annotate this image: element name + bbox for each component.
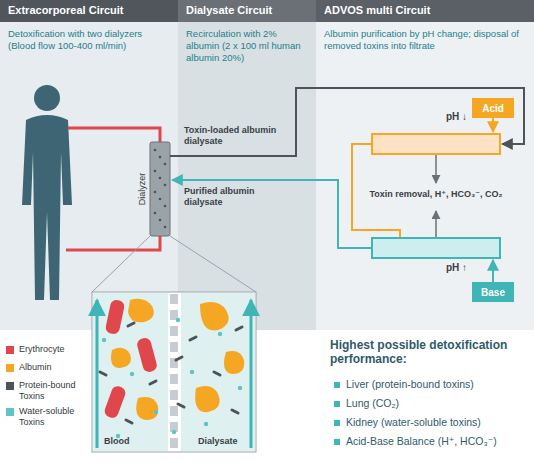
acid-box: Acid [472, 98, 514, 118]
circuit-band: ADVOS multi CircuitAlbumin purification … [316, 0, 534, 330]
dialyzer: Dialyzer [134, 142, 170, 236]
process-label: Toxin removal, H⁺, HCO₃⁻, CO₂ [362, 189, 510, 200]
performance-item: Kidney (water-soluble toxins) [346, 416, 530, 429]
legend-label: Albumin [19, 362, 81, 373]
side-label: Blood [104, 436, 164, 447]
person-figure [22, 85, 72, 300]
node-label: Dialyzer [137, 173, 147, 206]
dialysate-line [170, 88, 524, 156]
legend-swatch [6, 408, 14, 416]
legend-item: Protein-bound Toxins [6, 380, 86, 402]
node-label: Base [481, 287, 505, 298]
legend-swatch [6, 346, 14, 354]
base-arrow [492, 260, 494, 282]
band-ground [316, 0, 534, 330]
blood-line [68, 128, 160, 142]
legend-label: Protein-bound Toxins [19, 380, 81, 402]
circuit-band: Extracorporeal CircuitDetoxification wit… [0, 0, 178, 330]
performance-item: Acid-Base Balance (H⁺, HCO₃⁻) [346, 435, 530, 448]
band-heading: Extracorporeal Circuit [0, 0, 178, 22]
legend-swatch [6, 382, 14, 390]
band-body: Detoxification with two dialyzers (Blood… [0, 22, 178, 58]
zoom-line [92, 236, 150, 292]
performance-heading: Highest possible detoxification performa… [330, 338, 526, 367]
base-filter [372, 238, 500, 258]
blood-line [66, 236, 160, 250]
legend-label: Erythrocyte [19, 344, 81, 355]
ph-label: pH ↑ [446, 262, 472, 274]
purified-line [172, 180, 372, 248]
band-heading: ADVOS multi Circuit [316, 0, 534, 22]
flow-label: Toxin-loaded albumin dialysate [184, 125, 288, 147]
acid-filter [372, 134, 500, 154]
membrane-inset [92, 292, 256, 452]
toxin-dots [154, 149, 167, 229]
side-label: Dialysate [198, 436, 250, 447]
legend-swatch [6, 364, 14, 372]
band-body: Recirculation with 2% albumin (2 x 100 m… [178, 22, 316, 70]
ph-label: pH ↓ [446, 111, 472, 123]
legend-label: Water-soluble Toxins [19, 406, 81, 428]
removal-arrow [435, 155, 437, 183]
node-label: Acid [482, 103, 504, 114]
band-ground [178, 0, 316, 330]
acid-arrow [492, 118, 494, 132]
band-ground [0, 0, 178, 330]
performance-item: Lung (CO₂) [346, 397, 530, 410]
bullet-marks [334, 382, 340, 445]
flow-label: Purified albumin dialysate [184, 186, 288, 208]
band-body: Albumin purification by pH change; dispo… [316, 22, 534, 58]
legend-item: Water-soluble Toxins [6, 406, 86, 428]
legend-item: Albumin [6, 362, 86, 373]
band-heading: Dialysate Circuit [178, 0, 316, 22]
zoom-line [170, 236, 256, 292]
dialyzer-tube [150, 142, 170, 236]
base-box: Base [472, 282, 514, 302]
legend-item: Erythrocyte [6, 344, 86, 355]
removal-arrow [435, 211, 437, 237]
performance-item: Liver (protein-bound toxins) [346, 378, 530, 391]
circuit-band: Dialysate CircuitRecirculation with 2% a… [178, 0, 316, 330]
